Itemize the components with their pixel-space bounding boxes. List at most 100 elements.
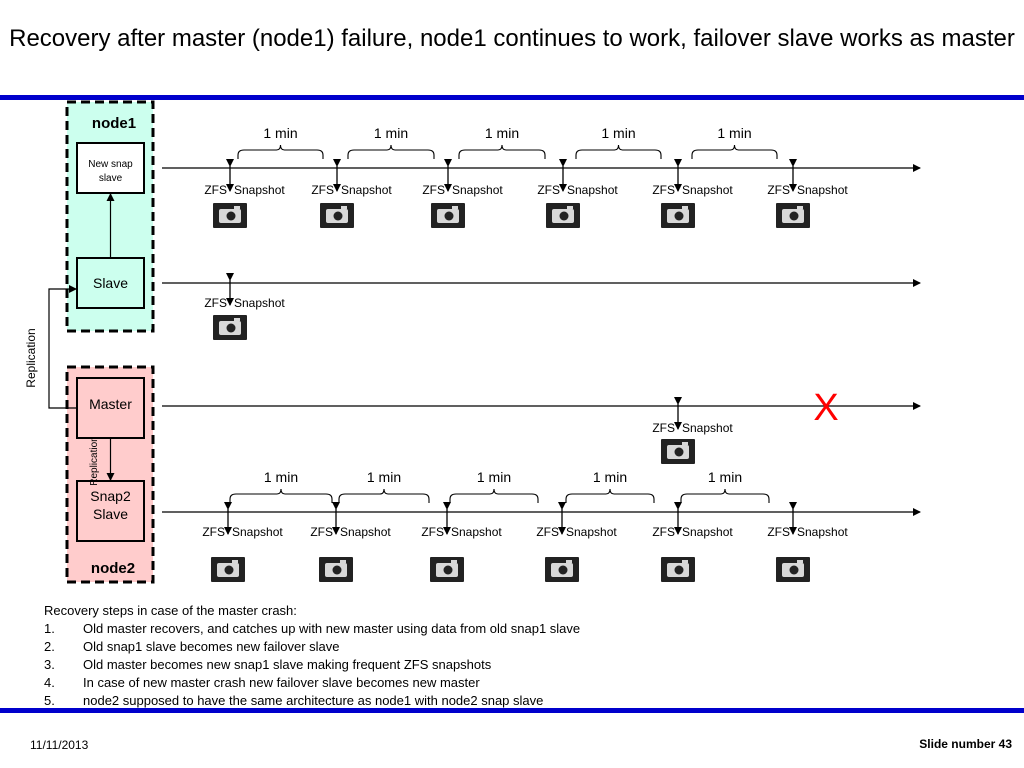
snapshot-label: Snapshot: [340, 525, 391, 539]
snapshot-label: Snapshot: [234, 183, 285, 197]
step-number: 1.: [44, 621, 55, 636]
camera-flash: [566, 560, 572, 563]
master-label: Master: [89, 396, 132, 412]
camera-lens: [333, 211, 343, 221]
snapshot-label: Snapshot: [452, 183, 503, 197]
snapshot-label: Snapshot: [682, 421, 733, 435]
interval-brace: [691, 144, 778, 159]
snap2-slave-box: [76, 480, 145, 542]
slide-number: Slide number 43: [919, 737, 1012, 751]
zfs-label: ZFS: [652, 525, 675, 539]
camera-flash: [797, 560, 803, 563]
node1-label: node1: [92, 115, 136, 132]
bottom-divider: [0, 708, 1024, 713]
camera-lens: [224, 565, 234, 575]
zfs-label: ZFS: [311, 183, 334, 197]
step-number: 2.: [44, 639, 55, 654]
zfs-label: ZFS: [204, 183, 227, 197]
snapshot-label: Snapshot: [451, 525, 502, 539]
top-divider: [0, 95, 1024, 100]
interval-label: 1 min: [264, 469, 298, 485]
slide-title: Recovery after master (node1) failure, n…: [9, 25, 1015, 52]
recovery-step: 5.node2 supposed to have the same archit…: [44, 692, 580, 710]
interval-label: 1 min: [367, 469, 401, 485]
snapshot-label: Snapshot: [797, 183, 848, 197]
camera-lens: [789, 211, 799, 221]
camera-flash: [232, 560, 238, 563]
camera-flash: [682, 206, 688, 209]
zfs-label: ZFS: [202, 525, 225, 539]
camera-lens: [674, 565, 684, 575]
recovery-step: 1. Old master recovers, and catches up wi…: [44, 620, 580, 638]
recovery-step: 3.Old master becomes new snap1 slave mak…: [44, 656, 580, 674]
interval-label: 1 min: [593, 469, 627, 485]
recovery-step: 2. Old snap1 slave becomes new failover s…: [44, 638, 580, 656]
camera-lens: [674, 211, 684, 221]
interval-label: 1 min: [477, 469, 511, 485]
snapshot-label: Snapshot: [567, 183, 618, 197]
camera-flash: [567, 206, 573, 209]
zfs-label: ZFS: [422, 183, 445, 197]
slave-box: [76, 257, 145, 309]
step-text: node2 supposed to have the same architec…: [83, 693, 544, 708]
step-text: Old snap1 slave becomes new failover sla…: [83, 639, 340, 654]
camera-flash: [234, 318, 240, 321]
new-snap-slave-box: [76, 142, 145, 194]
recovery-steps: Recovery steps in case of the master cra…: [44, 602, 580, 710]
replication-inner-label: Replication: [89, 436, 100, 485]
snapshot-label: Snapshot: [682, 183, 733, 197]
zfs-label: ZFS: [204, 296, 227, 310]
interval-label: 1 min: [601, 125, 635, 141]
camera-lens: [558, 565, 568, 575]
recovery-heading: Recovery steps in case of the master cra…: [44, 603, 297, 618]
snapshot-label: Snapshot: [234, 296, 285, 310]
zfs-label: ZFS: [310, 525, 333, 539]
zfs-label: ZFS: [652, 183, 675, 197]
snapshot-label: Snapshot: [232, 525, 283, 539]
interval-label: 1 min: [263, 125, 297, 141]
step-number: 3.: [44, 657, 55, 672]
zfs-label: ZFS: [767, 525, 790, 539]
step-text: In case of new master crash new failover…: [83, 675, 480, 690]
camera-lens: [789, 565, 799, 575]
interval-label: 1 min: [374, 125, 408, 141]
camera-flash: [452, 206, 458, 209]
camera-lens: [674, 447, 684, 457]
camera-lens: [226, 323, 236, 333]
slave-label: Slave: [93, 275, 128, 291]
node2-label: node2: [91, 560, 135, 577]
replication-link: [48, 285, 77, 409]
zfs-label: ZFS: [652, 421, 675, 435]
camera-lens: [559, 211, 569, 221]
camera-lens: [443, 565, 453, 575]
step-number: 4.: [44, 675, 55, 690]
interval-brace: [680, 488, 770, 503]
replication-label: Replication: [24, 328, 38, 387]
zfs-label: ZFS: [536, 525, 559, 539]
interval-brace: [237, 144, 324, 159]
camera-flash: [341, 206, 347, 209]
camera-lens: [444, 211, 454, 221]
snap2-slave-line2: Slave: [93, 506, 128, 522]
camera-flash: [234, 206, 240, 209]
interval-brace: [458, 144, 546, 159]
interval-label: 1 min: [717, 125, 751, 141]
step-text: Old master recovers, and catches up with…: [83, 621, 581, 636]
zfs-label: ZFS: [421, 525, 444, 539]
camera-lens: [226, 211, 236, 221]
camera-flash: [682, 560, 688, 563]
interval-label: 1 min: [708, 469, 742, 485]
interval-brace: [565, 488, 655, 503]
camera-flash: [797, 206, 803, 209]
interval-brace: [338, 488, 430, 503]
new-snap-slave-line1: New snap: [88, 159, 133, 170]
snapshot-label: Snapshot: [341, 183, 392, 197]
snapshot-label: Snapshot: [682, 525, 733, 539]
zfs-label: ZFS: [537, 183, 560, 197]
slide-date: 11/11/2013: [30, 738, 89, 752]
interval-brace: [347, 144, 435, 159]
interval-brace: [449, 488, 539, 503]
recovery-step: 4. In case of new master crash new failov…: [44, 674, 580, 692]
